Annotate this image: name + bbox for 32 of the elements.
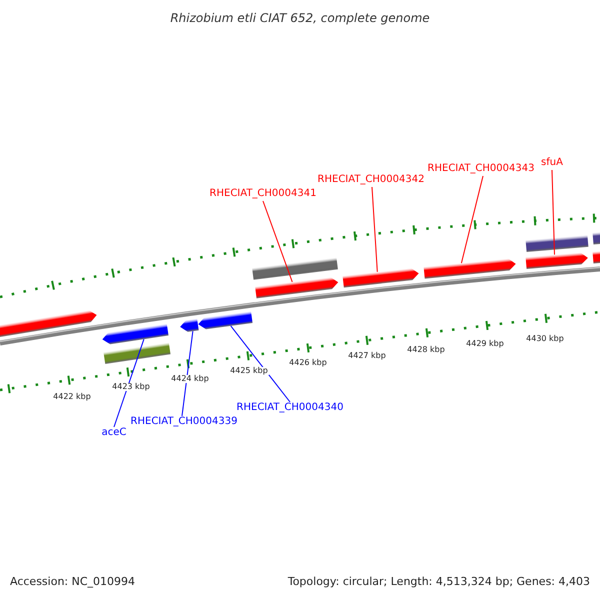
accession-text: Accession: NC_010994 xyxy=(9,576,136,587)
scale-label: 4423 kbp xyxy=(111,383,151,391)
leader-line xyxy=(460,176,484,264)
gene-bar xyxy=(255,277,338,298)
gene-bar xyxy=(180,318,199,332)
scale-label: 4428 kbp xyxy=(406,346,446,354)
scale-label: 4422 kbp xyxy=(52,393,92,401)
leader-line xyxy=(372,186,378,272)
leader-line xyxy=(114,338,144,428)
scale-label: 4424 kbp xyxy=(170,375,210,383)
scale-label: 4427 kbp xyxy=(347,352,387,360)
gene-bar xyxy=(424,258,516,279)
gene-label: sfuA xyxy=(541,158,563,168)
gene-bar xyxy=(526,252,588,269)
gene-bar xyxy=(342,268,419,288)
gene-label: RHECIAT_CH0004342 xyxy=(318,175,424,185)
gene-label: RHECIAT_CH0004341 xyxy=(210,189,316,199)
leader-line xyxy=(182,330,194,416)
gene-label: RHECIAT_CH0004343 xyxy=(428,164,534,174)
scale-label: 4430 kbp xyxy=(525,335,565,343)
gene-label: aceC xyxy=(102,428,126,438)
leader-line xyxy=(552,170,555,256)
gene-label: RHECIAT_CH0004340 xyxy=(236,403,344,413)
title: Rhizobium etli CIAT 652, complete genome xyxy=(170,12,430,24)
leader-line xyxy=(262,200,293,282)
leader-line xyxy=(230,325,290,402)
genome-summary: Topology: circular; Length: 4,513,324 bp; Genes: 4,403 xyxy=(286,576,591,587)
gene-label: RHECIAT_CH0004339 xyxy=(130,417,238,427)
gene-bar xyxy=(102,324,169,344)
scale-label: 4429 kbp xyxy=(465,340,505,348)
scale-label: 4425 kbp xyxy=(229,367,269,375)
scale-label: 4426 kbp xyxy=(288,359,328,367)
